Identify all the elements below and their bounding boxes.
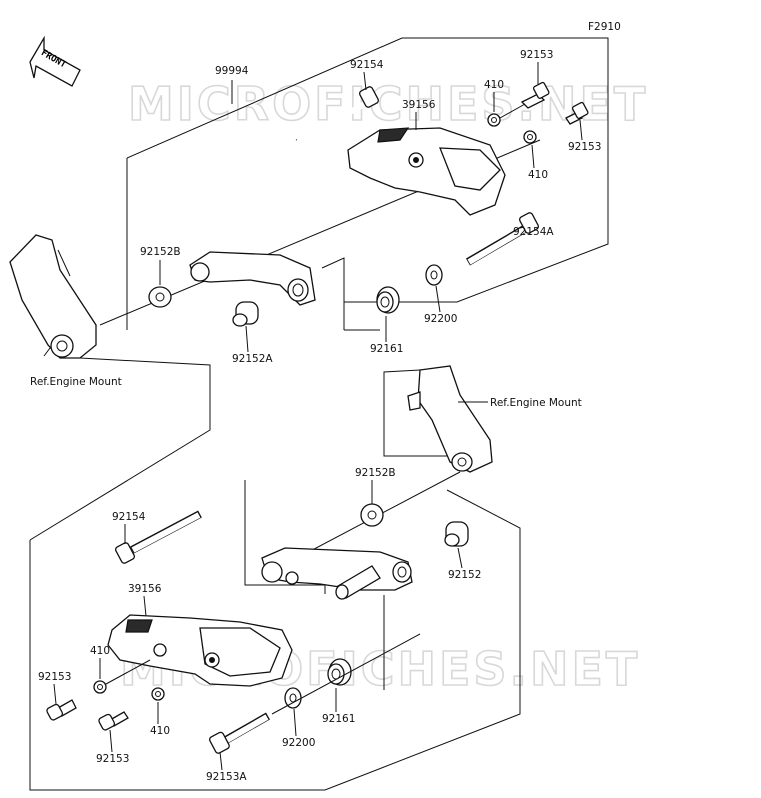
label-92152-bottom: 92152 bbox=[448, 569, 481, 581]
label-92161-top: 92161 bbox=[370, 343, 403, 355]
axis-410-bottom-a bbox=[105, 659, 151, 685]
collar-92152A-top bbox=[232, 301, 259, 327]
label-92154-top: 92154 bbox=[350, 59, 384, 71]
leader-92154-top bbox=[363, 71, 367, 91]
slider-39156-bottom bbox=[107, 614, 293, 687]
label-410-top-a: 410 bbox=[484, 79, 504, 91]
leader-92153-bottom-b bbox=[109, 729, 113, 753]
leader-92200-bottom bbox=[293, 708, 297, 737]
leader-92200-top bbox=[435, 285, 441, 313]
label-92200-top: 92200 bbox=[424, 313, 457, 325]
washer-92200-top bbox=[425, 264, 443, 286]
label-99994: 99994 bbox=[215, 65, 249, 77]
leader-left-mount bbox=[29, 357, 211, 541]
leader-410-top-b bbox=[531, 144, 535, 169]
washer-92200-bottom bbox=[284, 687, 302, 709]
label-92153-bottom-a: 92153 bbox=[38, 671, 71, 683]
bolt-92153-bottom-a bbox=[46, 699, 77, 721]
leader-92153-top-b bbox=[579, 119, 583, 141]
grommet-92161-bottom bbox=[327, 658, 352, 686]
spacer-92152B-bottom bbox=[360, 503, 384, 527]
figure-code: F2910 bbox=[588, 21, 621, 33]
bolt-92154-top bbox=[295, 86, 379, 143]
leader-92152A-top bbox=[245, 325, 249, 353]
label-410-bottom-b: 410 bbox=[150, 725, 170, 737]
leader-92152-bottom bbox=[457, 547, 463, 569]
spacer-92152B-top bbox=[148, 286, 172, 308]
bolt-92153-top-b bbox=[565, 101, 589, 125]
label-92161-bottom: 92161 bbox=[322, 713, 355, 725]
label-92152B-top: 92152B bbox=[140, 246, 181, 258]
leader-92153-bottom-a bbox=[53, 683, 57, 705]
spacer-tube-bottom bbox=[335, 565, 381, 600]
top-assembly-frame bbox=[126, 37, 609, 331]
engine-mount-right bbox=[407, 365, 493, 473]
bolt-92153-top-a bbox=[520, 81, 550, 109]
bracket-top bbox=[189, 251, 316, 306]
label-92154-bottom: 92154 bbox=[112, 511, 146, 523]
label-39156-bottom: 39156 bbox=[128, 583, 162, 595]
axis-bottom-lower bbox=[271, 633, 421, 715]
label-92152B-bottom: 92152B bbox=[355, 467, 396, 479]
collar-92152-bottom bbox=[444, 521, 469, 547]
label-92153-top-a: 92153 bbox=[520, 49, 553, 61]
frame-right-mount bbox=[383, 369, 447, 457]
engine-mount-left bbox=[9, 234, 97, 359]
front-arrow-icon: FRONT bbox=[29, 35, 81, 87]
bolt-92153A-bottom bbox=[209, 712, 270, 754]
watermark-top: MICROFICHES.NET bbox=[128, 77, 648, 131]
bottom-assembly-frame bbox=[29, 480, 521, 791]
label-92154A-top: 92154A bbox=[513, 226, 554, 238]
bolt-92153-bottom-b bbox=[98, 711, 129, 731]
label-92153A-bottom: 92153A bbox=[206, 771, 247, 783]
label-410-top-b: 410 bbox=[528, 169, 548, 181]
leader-39156-bottom bbox=[143, 595, 147, 617]
label-ref-engine-right: Ref.Engine Mount bbox=[490, 397, 582, 409]
label-410-bottom-a: 410 bbox=[90, 645, 110, 657]
grommet-92161-top bbox=[376, 286, 400, 314]
label-92153-bottom-b: 92153 bbox=[96, 753, 129, 765]
bolt-92154-bottom bbox=[115, 510, 202, 564]
slider-39156-top bbox=[347, 127, 506, 216]
label-92200-bottom: 92200 bbox=[282, 737, 315, 749]
label-92152A-top: 92152A bbox=[232, 353, 273, 365]
leader-92153A-bottom bbox=[219, 751, 223, 771]
label-ref-engine-left: Ref.Engine Mount bbox=[30, 376, 122, 388]
label-39156-top: 39156 bbox=[402, 99, 436, 111]
label-92153-top-b: 92153 bbox=[568, 141, 601, 153]
bracket-bottom bbox=[261, 547, 413, 591]
axis-92153-top-a bbox=[499, 103, 526, 119]
bolt-92154A-top bbox=[465, 212, 539, 266]
